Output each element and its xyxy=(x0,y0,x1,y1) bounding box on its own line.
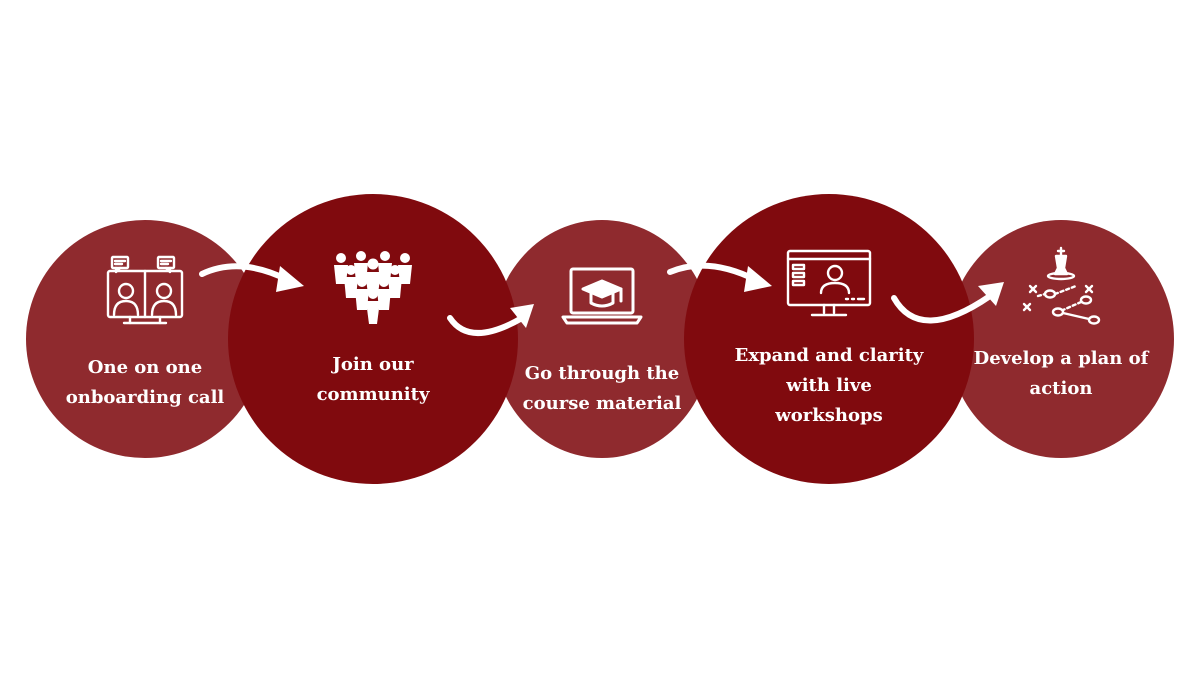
step-label: Join our community xyxy=(316,354,430,405)
step-one-onboarding-call: One on one onboarding call xyxy=(26,220,264,458)
live-workshop-icon xyxy=(784,247,874,327)
strategy-plan-icon xyxy=(1016,246,1106,326)
step-four-live-workshops: Expand and clarity with live workshops xyxy=(684,194,974,484)
step-label: Expand and clarity with live workshops xyxy=(734,345,924,426)
step-five-action-plan: Develop a plan of action xyxy=(948,220,1174,458)
step-label: Develop a plan of action xyxy=(973,348,1149,399)
step-three-course-material: Go through the course material xyxy=(492,220,712,458)
video-call-icon xyxy=(100,253,190,333)
step-label: One on one onboarding call xyxy=(65,357,225,408)
online-course-icon xyxy=(557,259,647,339)
step-two-join-community: Join our community xyxy=(228,194,518,484)
community-icon xyxy=(328,248,418,328)
step-label: Go through the course material xyxy=(522,363,682,414)
